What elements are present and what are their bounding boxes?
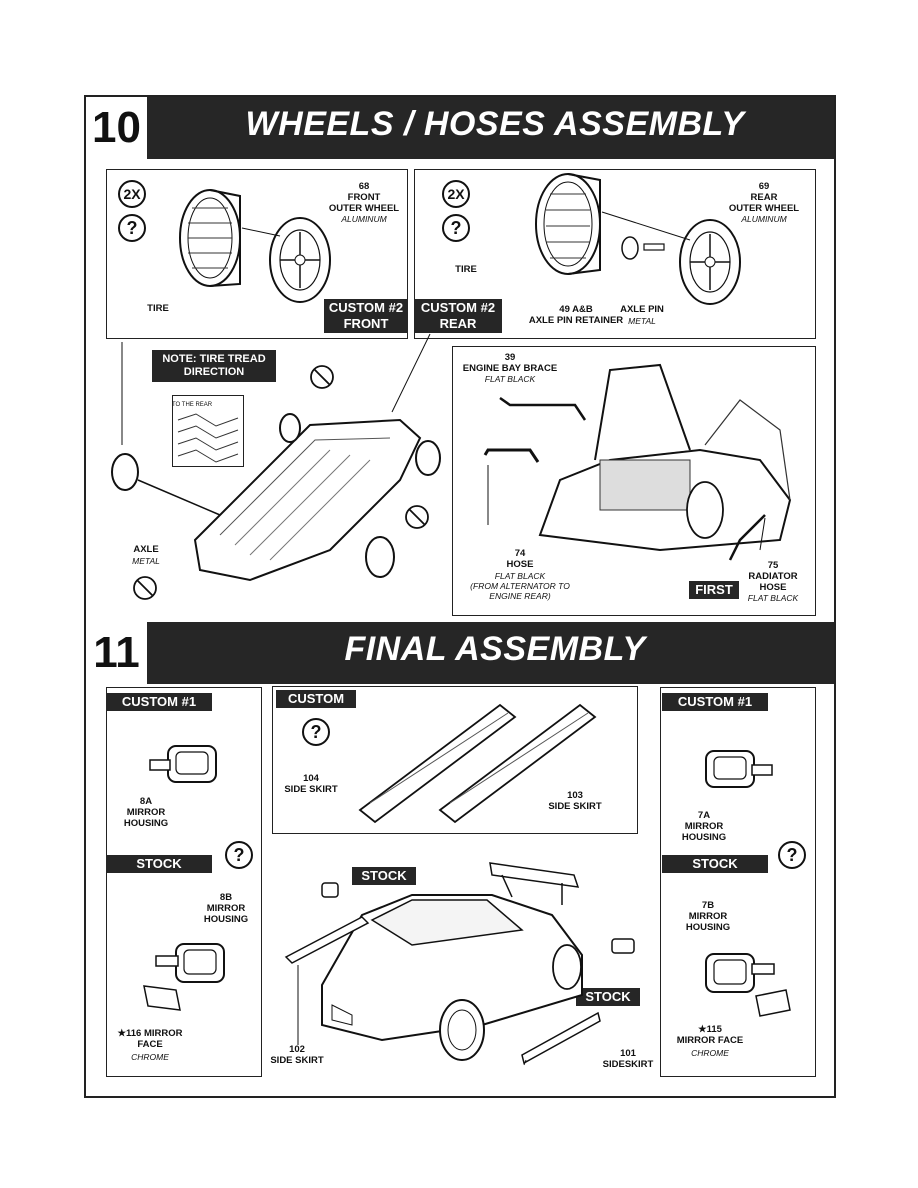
engine-bay-brace-label: 39 ENGINE BAY BRACE [462, 352, 558, 374]
hose-74-label: 74 HOSE [506, 548, 534, 570]
radiator-hose-material: FLAT BLACK [747, 593, 799, 603]
front-wheel-exploded-drawing [179, 189, 331, 303]
mirror-7b-drawing [705, 953, 791, 1017]
stock-tag-center-bottom: STOCK [576, 988, 640, 1006]
help-icon: ? [442, 214, 470, 242]
part-69-label: 69 REAR OUTER WHEEL [728, 181, 800, 214]
mirror-face-115-material: CHROME [691, 1048, 729, 1058]
custom1-tag-right: CUSTOM #1 [662, 693, 768, 711]
qty-2x-badge-front: 2X [118, 180, 146, 208]
tire-tread-note: NOTE: TIRE TREAD DIRECTION [152, 350, 276, 382]
qty-2x-badge-rear: 2X [442, 180, 470, 208]
hose-74-material: FLAT BLACK (FROM ALTERNATOR TO ENGINE RE… [470, 571, 570, 601]
help-icon: ? [302, 718, 330, 746]
mirror-face-116-material: CHROME [131, 1052, 169, 1062]
custom1-tag-left: CUSTOM #1 [106, 693, 212, 711]
engine-bay-brace-material: FLAT BLACK [484, 374, 536, 384]
no-glue-icon [405, 505, 429, 529]
tire-label-front: TIRE [147, 303, 169, 314]
help-icon: ? [778, 841, 806, 869]
stock-tag-left: STOCK [106, 855, 212, 873]
mirror-7a-drawing [705, 750, 773, 788]
stock-tag-right: STOCK [662, 855, 768, 873]
step11-header-bar [86, 622, 834, 684]
mirror-8a-label: 8A MIRROR HOUSING [123, 796, 169, 829]
custom2-front-tag: CUSTOM #2 FRONT [324, 299, 408, 333]
to-the-rear-label: TO THE REAR [172, 402, 213, 408]
step11-title: FINAL ASSEMBLY [344, 630, 646, 668]
mirror-8a-drawing [149, 745, 217, 783]
mirror-face-115-label: ★115 MIRROR FACE [676, 1024, 744, 1046]
step10-header-bar [86, 97, 834, 159]
mirror-7a-label: 7A MIRROR HOUSING [681, 810, 727, 843]
first-tag: FIRST [689, 581, 739, 599]
step10-title: WHEELS / HOSES ASSEMBLY [245, 105, 745, 143]
custom2-rear-tag: CUSTOM #2 REAR [414, 299, 502, 333]
car-final-assembly-drawing [284, 862, 635, 1066]
stock-tag-center-top: STOCK [352, 867, 416, 885]
no-glue-icon [133, 576, 157, 600]
mirror-8b-label: 8B MIRROR HOUSING [203, 892, 249, 925]
help-icon: ? [225, 841, 253, 869]
mirror-7b-label: 7B MIRROR HOUSING [685, 900, 731, 933]
no-glue-icon [310, 365, 334, 389]
axle-pin-label: AXLE PIN [620, 304, 664, 315]
step10-number: 10 [86, 97, 150, 159]
part-68-material: ALUMINUM [341, 214, 387, 224]
rear-wheel-exploded-drawing [535, 173, 741, 305]
mirror-8b-drawing [143, 943, 225, 1011]
axle-label: AXLE [133, 544, 159, 555]
tread-pattern-icon [177, 413, 239, 463]
axle-pin-material: METAL [628, 316, 656, 326]
side-skirt-104-label: 104 SIDE SKIRT [284, 773, 338, 795]
axle-pin-retainer-label: 49 A&B AXLE PIN RETAINER [528, 304, 624, 326]
tread-direction-inset [172, 395, 244, 467]
part-69-material: ALUMINUM [741, 214, 787, 224]
side-skirt-102-label: 102 SIDE SKIRT [270, 1044, 324, 1066]
mirror-face-116-label: ★116 MIRROR FACE [117, 1028, 183, 1050]
tire-label-rear: TIRE [455, 264, 477, 275]
custom-side-skirts-drawing [358, 703, 597, 824]
side-skirt-103-label: 103 SIDE SKIRT [548, 790, 602, 812]
step11-number: 11 [86, 622, 150, 684]
part-68-label: 68 FRONT OUTER WHEEL [328, 181, 400, 214]
radiator-hose-label: 75 RADIATOR HOSE [748, 560, 798, 593]
help-icon: ? [118, 214, 146, 242]
side-skirt-101-label: 101 SIDESKIRT [602, 1048, 654, 1070]
car-underbody-drawing [111, 333, 441, 582]
axle-material: METAL [132, 556, 160, 566]
engine-bay-drawing [483, 363, 792, 561]
custom-tag: CUSTOM [276, 690, 356, 708]
